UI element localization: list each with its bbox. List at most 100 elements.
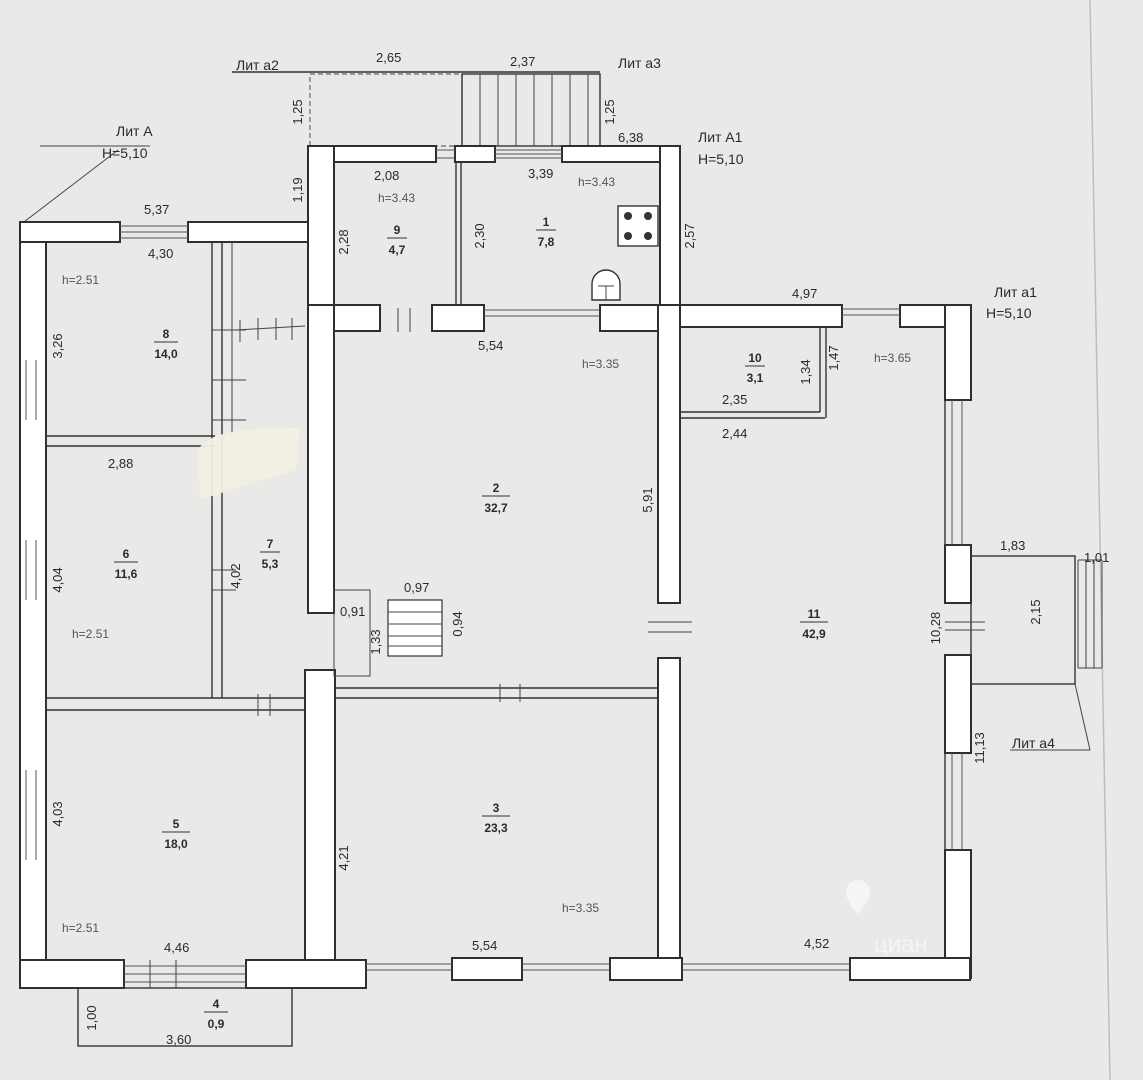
dim-3-60: 3,60 (166, 1032, 191, 1047)
svg-text:8: 8 (163, 327, 170, 341)
room-10: 10 3,1 (745, 351, 765, 385)
height-room-2: h=3.35 (582, 357, 619, 371)
label-lit-a-height: H=5,10 (102, 145, 148, 161)
svg-text:18,0: 18,0 (164, 837, 188, 851)
dim-4-02: 4,02 (228, 563, 243, 588)
dim-2-30: 2,30 (472, 223, 487, 248)
dim-2-44: 2,44 (722, 426, 747, 441)
svg-text:7: 7 (267, 537, 274, 551)
dim-3-39: 3,39 (528, 166, 553, 181)
height-room-5: h=2.51 (62, 921, 99, 935)
dim-1-25-right: 1,25 (602, 99, 617, 124)
room-9: 9 4,7 (387, 223, 407, 257)
dim-3-26: 3,26 (50, 333, 65, 358)
cian-watermark: циан ID 67218554 (846, 880, 928, 979)
room-5: 5 18,0 (162, 817, 190, 851)
dim-11-13: 11,13 (972, 732, 987, 764)
dim-1-00: 1,00 (84, 1005, 99, 1030)
dim-2-35: 2,35 (722, 392, 747, 407)
label-lit-a: Лит А (116, 123, 153, 139)
svg-text:11,6: 11,6 (115, 567, 138, 581)
dim-4-52: 4,52 (804, 936, 829, 951)
dim-4-04: 4,04 (50, 567, 65, 592)
dim-5-54-bottom: 5,54 (472, 938, 497, 953)
height-room-8: h=2.51 (62, 273, 99, 287)
door-marks (149, 308, 985, 988)
dim-2-08: 2,08 (374, 168, 399, 183)
svg-text:32,7: 32,7 (484, 501, 508, 515)
paper-smudge (198, 428, 300, 500)
room-1: 1 7,8 (536, 215, 556, 249)
room-11: 11 42,9 (800, 607, 828, 641)
svg-text:9: 9 (394, 223, 401, 237)
height-room-6: h=2.51 (72, 627, 109, 641)
label-lit-a2: Лит а2 (236, 57, 279, 73)
svg-text:42,9: 42,9 (802, 627, 826, 641)
dim-5-91: 5,91 (640, 487, 655, 512)
label-lit-a3: Лит а3 (618, 55, 661, 71)
svg-text:23,3: 23,3 (484, 821, 508, 835)
watermark-id: ID 67218554 (854, 964, 928, 979)
interior-stairs (333, 589, 443, 677)
svg-text:11: 11 (808, 607, 821, 621)
dim-4-97: 4,97 (792, 286, 817, 301)
svg-text:4: 4 (213, 997, 220, 1011)
dim-2-28: 2,28 (336, 229, 351, 254)
svg-text:5: 5 (173, 817, 180, 831)
svg-text:10: 10 (748, 351, 762, 365)
height-room-1: h=3.43 (578, 175, 615, 189)
stove-icon (617, 205, 659, 247)
dim-1-25-left: 1,25 (290, 99, 305, 124)
dim-0-94: 0,94 (450, 611, 465, 636)
dim-4-30: 4,30 (148, 246, 173, 261)
height-room-9: h=3.43 (378, 191, 415, 205)
dim-2-57: 2,57 (682, 223, 697, 248)
label-lit-a1-height: H=5,10 (698, 151, 744, 167)
svg-text:7,8: 7,8 (538, 235, 555, 249)
dim-1-34: 1,34 (798, 359, 813, 384)
label-lit-a1-small: Лит а1 (994, 284, 1037, 300)
dim-6-38: 6,38 (618, 130, 643, 145)
dim-1-33: 1,33 (368, 629, 383, 654)
label-lit-a1-small-height: H=5,10 (986, 305, 1032, 321)
dim-4-46: 4,46 (164, 940, 189, 955)
leader-lit-a (19, 149, 119, 226)
svg-text:3: 3 (493, 801, 500, 815)
label-lit-a4: Лит а4 (1012, 735, 1055, 751)
room-7: 7 5,3 (260, 537, 280, 571)
oven-icon (591, 269, 621, 301)
room-8: 8 14,0 (154, 327, 178, 361)
dim-2-88: 2,88 (108, 456, 133, 471)
label-lit-a1: Лит А1 (698, 129, 743, 145)
porch-room-4 (77, 987, 293, 1047)
walls (19, 145, 972, 989)
dim-1-47: 1,47 (826, 345, 841, 370)
svg-text:0,9: 0,9 (208, 1017, 225, 1031)
dim-2-15: 2,15 (1028, 599, 1043, 624)
dim-1-83: 1,83 (1000, 538, 1025, 553)
dim-0-91: 0,91 (340, 604, 365, 619)
svg-text:14,0: 14,0 (154, 347, 178, 361)
dim-1-19: 1,19 (290, 177, 305, 202)
height-room-3: h=3.35 (562, 901, 599, 915)
svg-text:3,1: 3,1 (747, 371, 764, 385)
dim-0-97: 0,97 (404, 580, 429, 595)
svg-text:1: 1 (543, 215, 550, 229)
room-2: 2 32,7 (482, 481, 510, 515)
dim-1-01: 1,01 (1084, 550, 1109, 565)
svg-text:6: 6 (123, 547, 130, 561)
location-pin-icon (846, 880, 870, 914)
room-4: 4 0,9 (204, 997, 228, 1031)
windows (25, 149, 963, 983)
dim-5-37: 5,37 (144, 202, 169, 217)
dim-2-65: 2,65 (376, 50, 401, 65)
dim-2-37: 2,37 (510, 54, 535, 69)
svg-text:4,7: 4,7 (389, 243, 406, 257)
paper-edge-line (1089, 0, 1111, 1080)
porch-lit-a4 (970, 555, 1103, 751)
stairs-lit-a3 (461, 73, 601, 147)
svg-text:2: 2 (493, 481, 500, 495)
dim-4-03: 4,03 (50, 801, 65, 826)
room-3: 3 23,3 (482, 801, 510, 835)
